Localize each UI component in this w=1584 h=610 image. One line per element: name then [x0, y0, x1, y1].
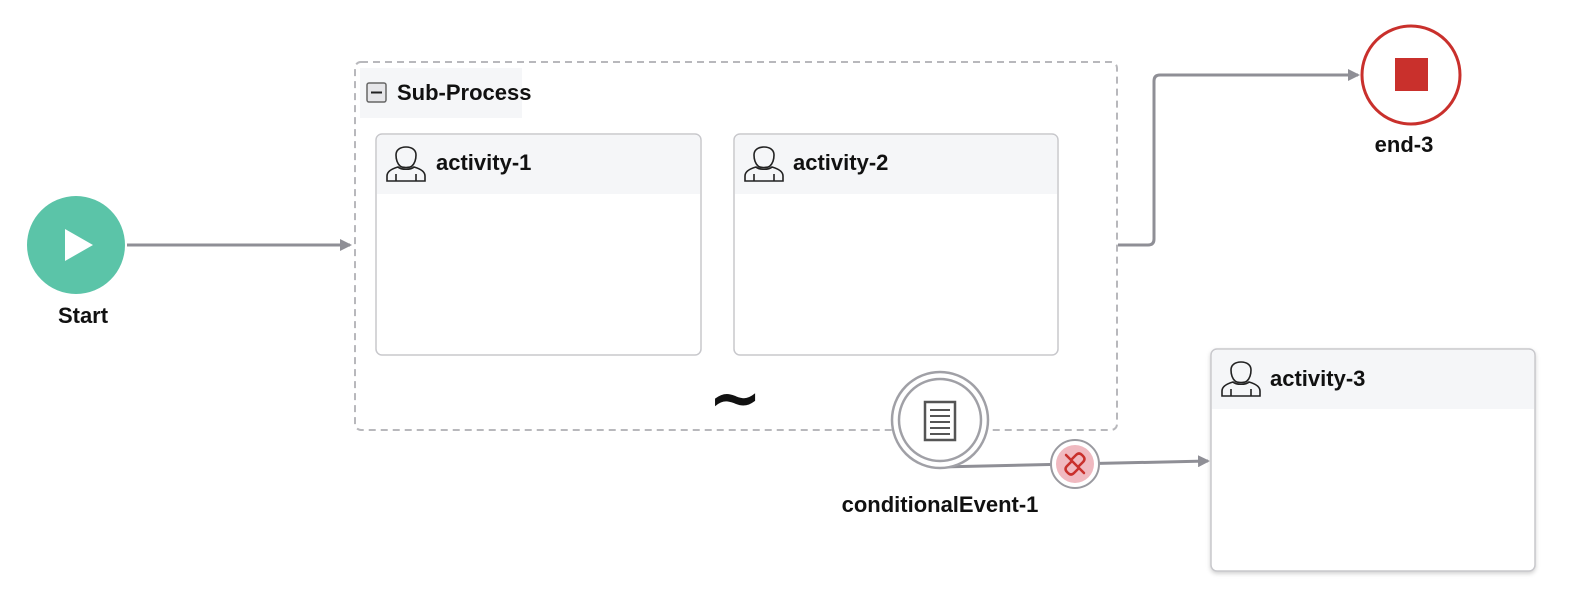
task-activity-1[interactable]: activity-1 — [375, 133, 702, 356]
task-activity-2-header — [735, 135, 1057, 194]
task-activity-2-label: activity-2 — [793, 150, 888, 175]
edge-subprocess-to-end-3[interactable] — [1118, 69, 1360, 247]
end-event-label: end-3 — [1375, 132, 1434, 157]
conditional-document-icon — [923, 400, 957, 442]
user-task-icon — [744, 146, 784, 182]
start-event-label: Start — [58, 303, 109, 328]
start-event[interactable]: Start — [27, 196, 125, 328]
task-activity-3-header — [1212, 350, 1534, 409]
adhoc-tilde-icon: ~ — [708, 362, 762, 436]
subprocess-label: Sub-Process — [397, 80, 532, 105]
broken-link-icon — [1064, 452, 1086, 476]
conditional-event-1[interactable]: conditionalEvent-1 — [842, 370, 1039, 517]
end-event-end-3[interactable]: end-3 — [1360, 24, 1462, 157]
task-activity-1-label: activity-1 — [436, 150, 531, 175]
conditional-event-label: conditionalEvent-1 — [842, 492, 1039, 517]
user-task-icon — [1221, 361, 1261, 397]
user-task-icon — [386, 146, 426, 182]
task-activity-1-header — [377, 135, 700, 194]
broken-link-marker[interactable] — [1050, 439, 1100, 489]
stop-icon — [1395, 58, 1428, 91]
task-activity-3[interactable]: activity-3 — [1210, 348, 1536, 572]
task-activity-2[interactable]: activity-2 — [733, 133, 1059, 356]
play-icon — [65, 229, 93, 261]
task-activity-3-label: activity-3 — [1270, 366, 1365, 391]
subprocess-header-bg — [360, 68, 522, 118]
collapse-icon[interactable] — [366, 82, 387, 103]
